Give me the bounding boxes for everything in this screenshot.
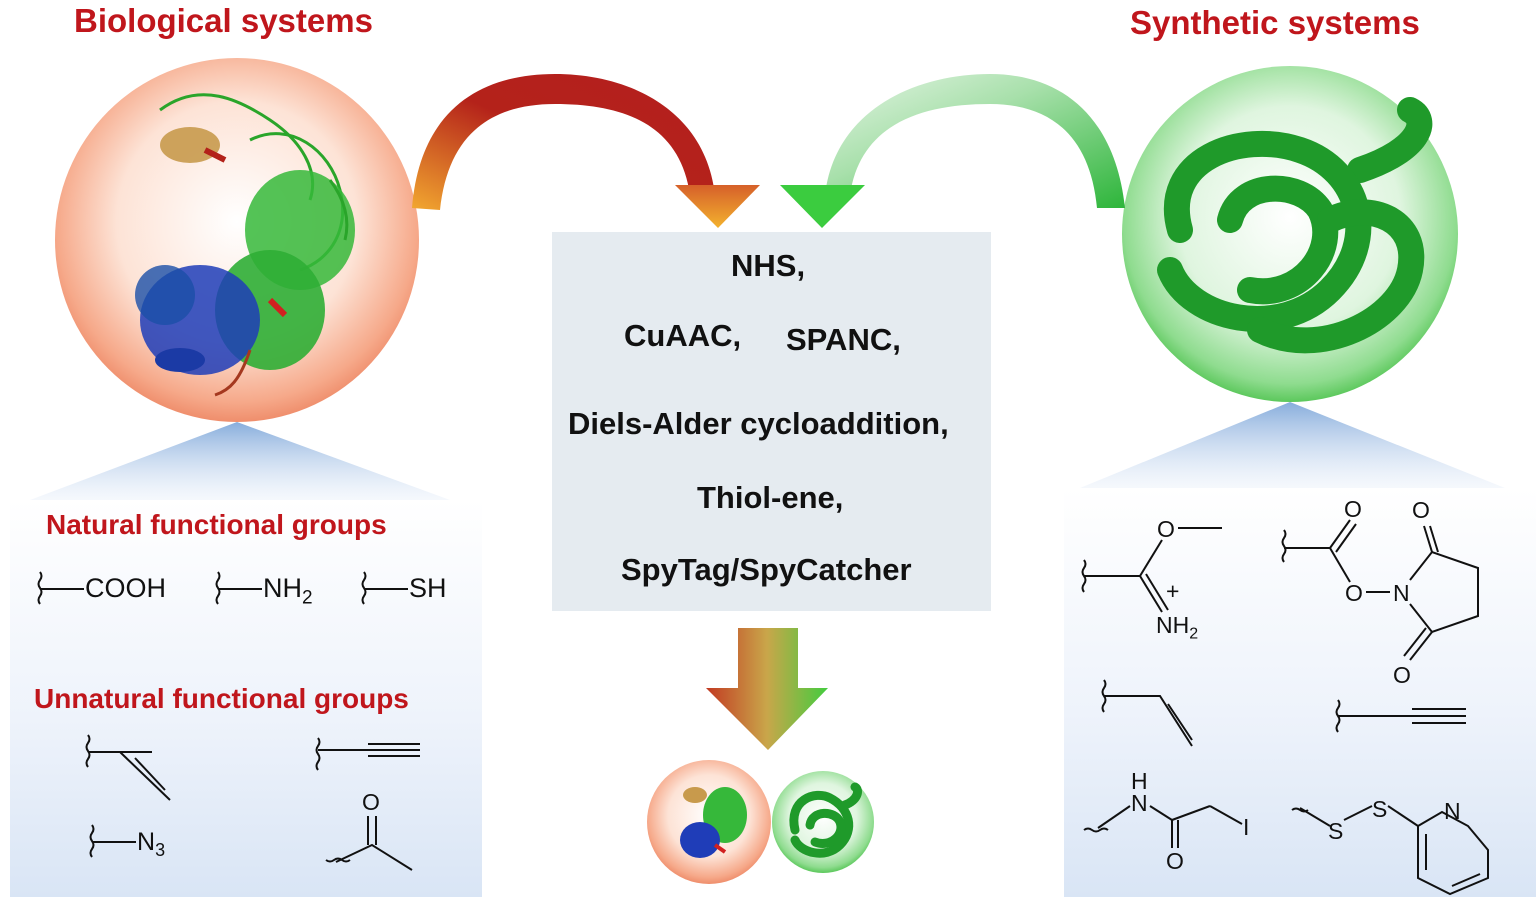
succinimide-ring xyxy=(1409,550,1479,634)
pyridine-ring xyxy=(1417,810,1489,896)
iodo-iodine: I xyxy=(1243,814,1250,840)
pyridyl-sulfur-2: S xyxy=(1372,796,1388,822)
pyridyl-sulfur-1: S xyxy=(1328,818,1344,844)
nhs-ester-oxygen: O xyxy=(1345,580,1363,606)
left-curved-arrow xyxy=(412,74,715,210)
protein-structure-image xyxy=(135,93,355,397)
iodo-oxygen: O xyxy=(1166,848,1184,874)
method-spanc: SPANC, xyxy=(786,322,901,357)
product-polymer-image xyxy=(789,782,862,858)
synthetic-groups-panel xyxy=(1064,488,1536,897)
azide-label: N3 xyxy=(137,828,166,860)
right-beam xyxy=(1080,402,1505,488)
method-cuaac: CuAAC, xyxy=(624,318,742,353)
natural-groups-panel xyxy=(10,500,482,897)
natural-groups-title: Natural functional groups xyxy=(46,509,387,540)
method-diels-alder: Diels-Alder cycloaddition, xyxy=(568,406,949,441)
pyridine-nitrogen: N xyxy=(1444,798,1461,824)
iodo-nitrogen: N xyxy=(1131,790,1148,816)
right-arrow-head xyxy=(780,185,865,228)
down-arrow xyxy=(706,628,828,750)
nhs-ring-oxygen-top: O xyxy=(1412,497,1430,523)
alkyne-squiggle xyxy=(315,737,321,771)
imidate-nh2: NH2 xyxy=(1156,612,1199,643)
cooh-label: COOH xyxy=(85,573,166,603)
conjugation-methods-box xyxy=(552,232,991,611)
ketone-chain xyxy=(335,843,413,871)
sh-label: SH xyxy=(409,573,447,603)
biological-systems-title: Biological systems xyxy=(74,2,373,39)
right-curved-arrow xyxy=(825,74,1125,208)
left-beam xyxy=(30,422,450,500)
method-nhs: NHS, xyxy=(731,248,806,283)
protein-sphere xyxy=(55,58,419,422)
unnatural-groups-title: Unnatural functional groups xyxy=(34,683,409,714)
nhs-squiggle xyxy=(1281,529,1287,563)
iodo-squiggle xyxy=(1083,827,1109,833)
nhs-ring-oxygen-bottom: O xyxy=(1393,662,1411,688)
synthetic-systems-title: Synthetic systems xyxy=(1130,4,1420,41)
nhs-carbonyl-oxygen: O xyxy=(1344,496,1362,522)
iodo-hydrogen: H xyxy=(1131,768,1148,794)
product-protein-image xyxy=(680,787,747,858)
imidate-oxygen: O xyxy=(1157,516,1175,542)
left-arrow-head xyxy=(675,185,760,228)
method-spytag: SpyTag/SpyCatcher xyxy=(621,552,912,587)
nh2-label: NH2 xyxy=(263,573,313,609)
ketone-squiggle xyxy=(325,857,351,863)
method-thiol-ene: Thiol-ene, xyxy=(697,480,844,515)
ketone-oxygen: O xyxy=(362,789,380,815)
imidate-plus: + xyxy=(1166,578,1180,604)
nhs-nitrogen: N xyxy=(1393,580,1410,606)
polymer-knot-image xyxy=(1157,97,1433,354)
alkene-chain xyxy=(88,751,171,801)
